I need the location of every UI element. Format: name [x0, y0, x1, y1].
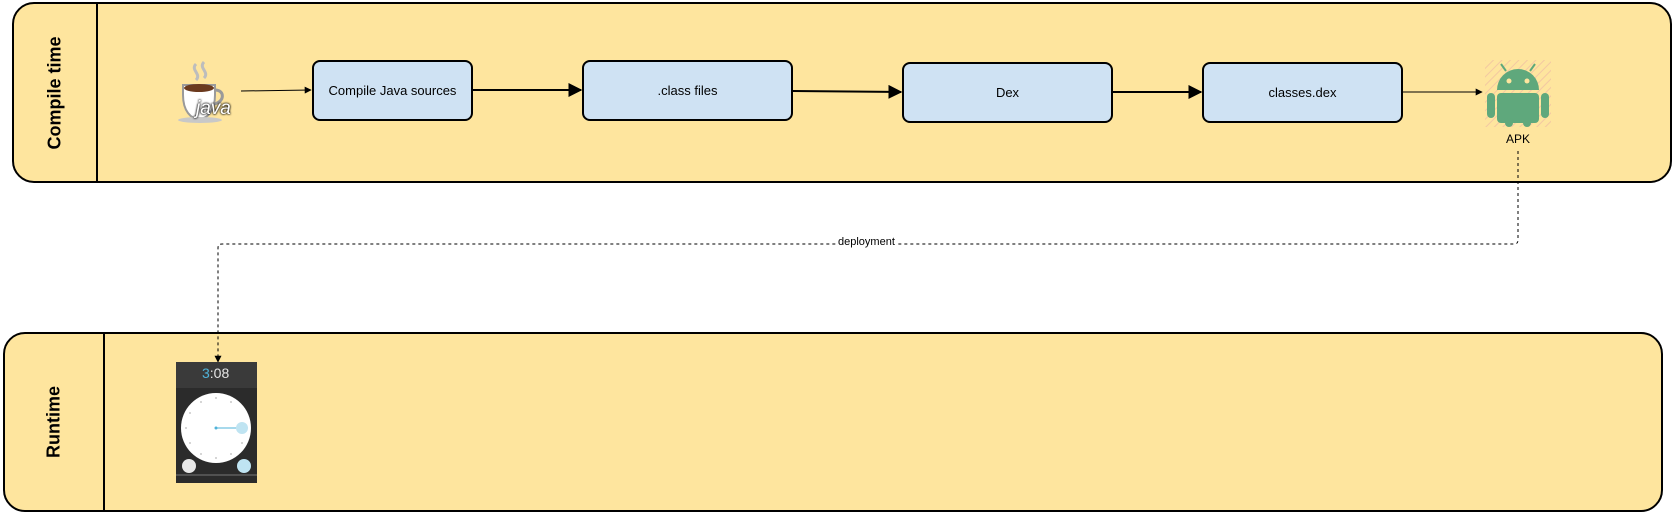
class-files-box[interactable]: .class files: [582, 60, 793, 121]
compile-time-lane-header: Compile time: [14, 4, 98, 181]
edge-class-to-dex: [792, 84, 903, 99]
classes-dex-label: classes.dex: [1268, 85, 1337, 100]
class-files-label: .class files: [657, 83, 718, 98]
edge-deployment: [214, 151, 1519, 363]
dex-box[interactable]: Dex: [902, 62, 1113, 123]
runtime-lane-header: Runtime: [5, 334, 105, 510]
android-apk-icon: [1485, 60, 1551, 127]
apk-label: APK: [1506, 132, 1531, 146]
phone-clock-minutes: :08: [209, 365, 230, 381]
android-phone-icon: [176, 362, 257, 483]
compile-java-sources-box[interactable]: Compile Java sources: [312, 60, 473, 121]
classes-dex-box[interactable]: classes.dex: [1202, 62, 1403, 123]
runtime-lane: Runtime: [3, 332, 1663, 512]
deployment-edge-label: deployment: [838, 236, 895, 248]
phone-clock-hour: 3: [202, 365, 210, 381]
java-icon: [178, 60, 224, 123]
compile-java-sources-label: Compile Java sources: [328, 83, 457, 98]
java-logo-text: java: [196, 98, 231, 119]
dex-label: Dex: [995, 85, 1020, 100]
phone-clock-time: 3:08: [202, 365, 229, 381]
edge-java-to-compile: [240, 86, 312, 94]
